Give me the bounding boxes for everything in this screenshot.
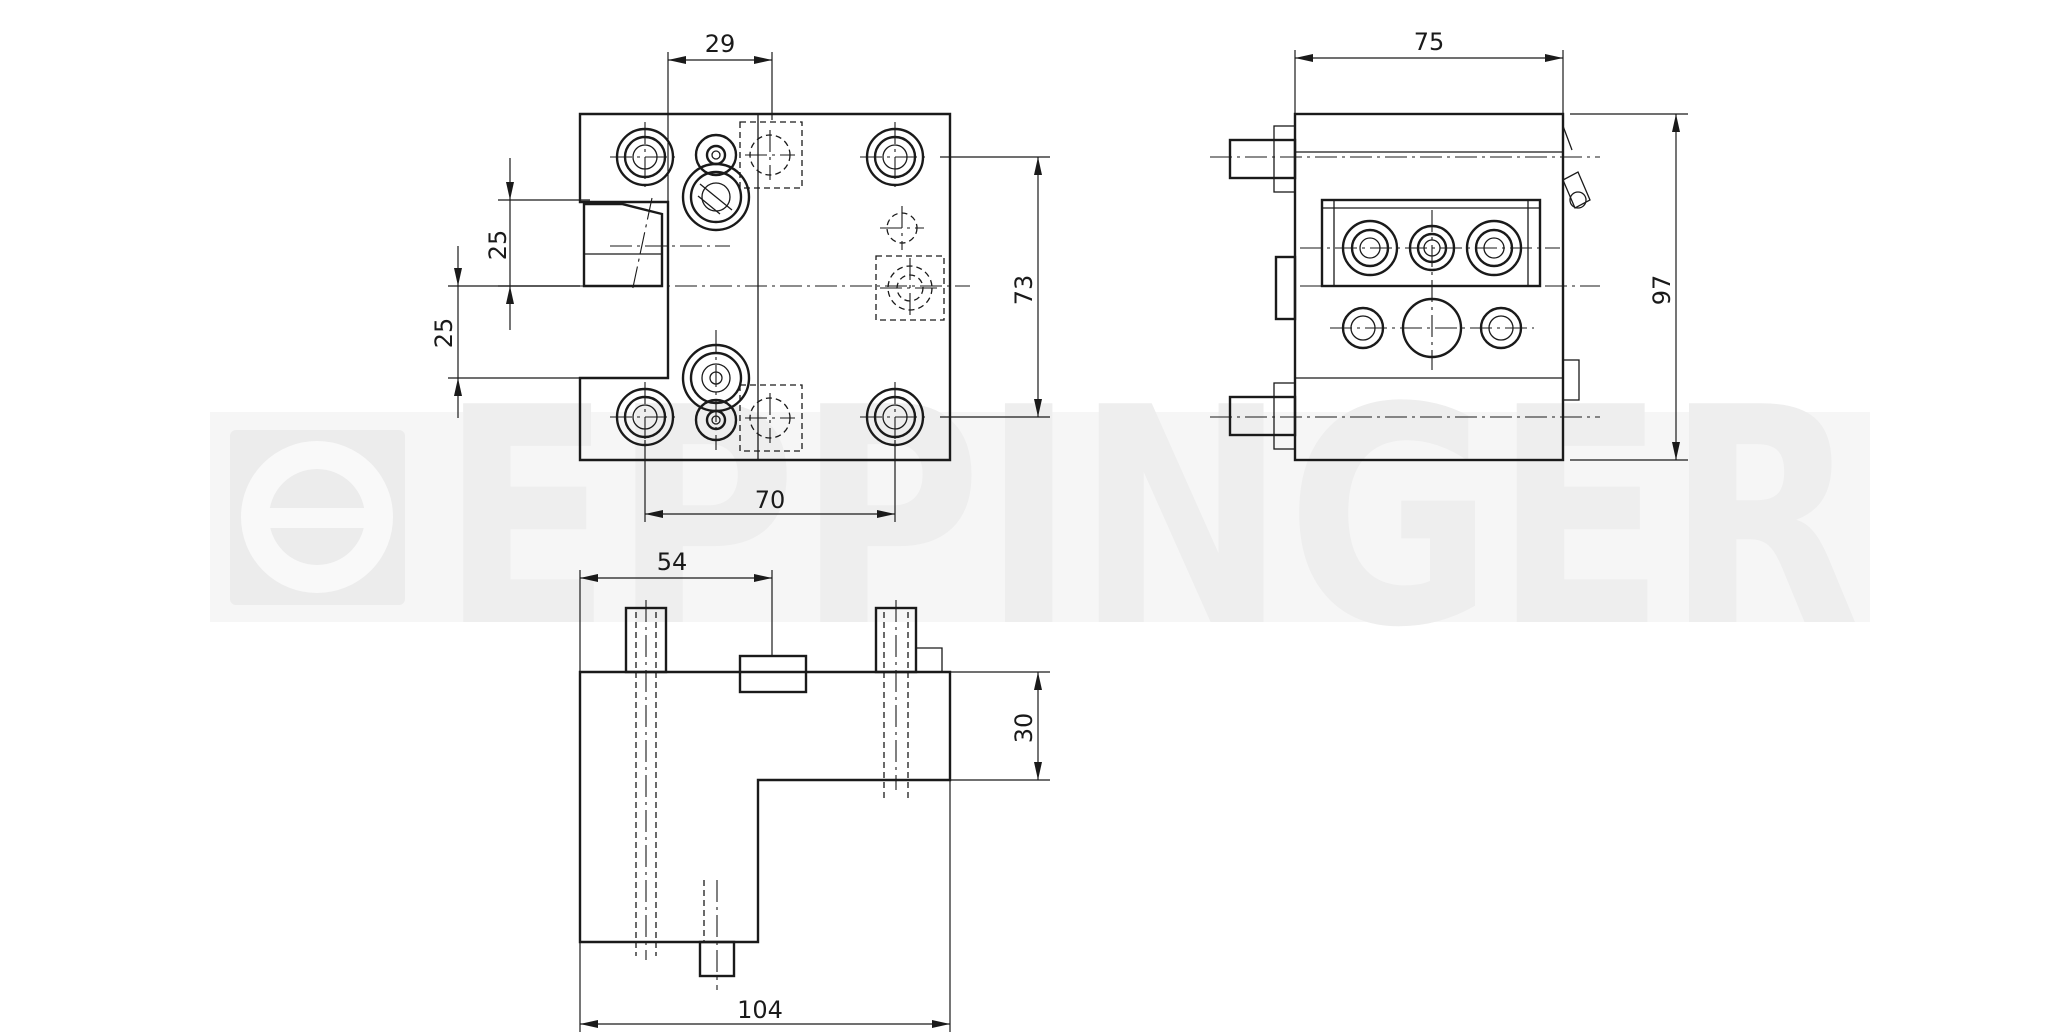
dim-104-label: 104: [737, 996, 783, 1024]
dim-25-upper: 25: [484, 158, 590, 330]
dim-75-label: 75: [1414, 28, 1445, 56]
dim-29-label: 29: [705, 30, 736, 58]
top-view: 29 25 25 73: [430, 30, 1050, 522]
dim-54-label: 54: [657, 548, 688, 576]
dim-97-label: 97: [1648, 275, 1676, 306]
dim-30-label: 30: [1010, 713, 1038, 744]
dim-25-lower-label: 25: [430, 318, 458, 349]
watermark: EPPINGER: [210, 344, 1870, 693]
dim-70-label: 70: [755, 486, 786, 514]
watermark-logo-icon: [230, 430, 405, 605]
dim-54: 54: [579, 548, 773, 672]
coolant-port-top: [681, 162, 751, 232]
dim-70: 70: [644, 440, 896, 522]
dim-25-upper-label: 25: [484, 230, 512, 261]
dim-25-lower: 25: [430, 246, 580, 418]
side-view: 75 97: [1210, 28, 1688, 462]
watermark-text: EPPINGER: [440, 344, 1860, 693]
dim-29: 29: [667, 30, 773, 202]
dim-104: 104: [579, 780, 951, 1032]
dim-75: 75: [1294, 28, 1564, 114]
dim-73: 73: [940, 156, 1050, 418]
clamp-wedge: [582, 202, 664, 288]
front-view: 54 30 104: [578, 548, 1050, 1032]
bolt-top-right: [860, 122, 930, 192]
key-block: [738, 654, 808, 694]
screw-top: [694, 133, 738, 177]
dim-73-label: 73: [1010, 275, 1038, 306]
dim-97: 97: [1570, 113, 1688, 461]
dim-30: 30: [950, 671, 1050, 781]
clamp-plate: [1320, 198, 1542, 288]
screw-bottom: [694, 398, 738, 442]
bolt-top-left: [610, 122, 680, 192]
